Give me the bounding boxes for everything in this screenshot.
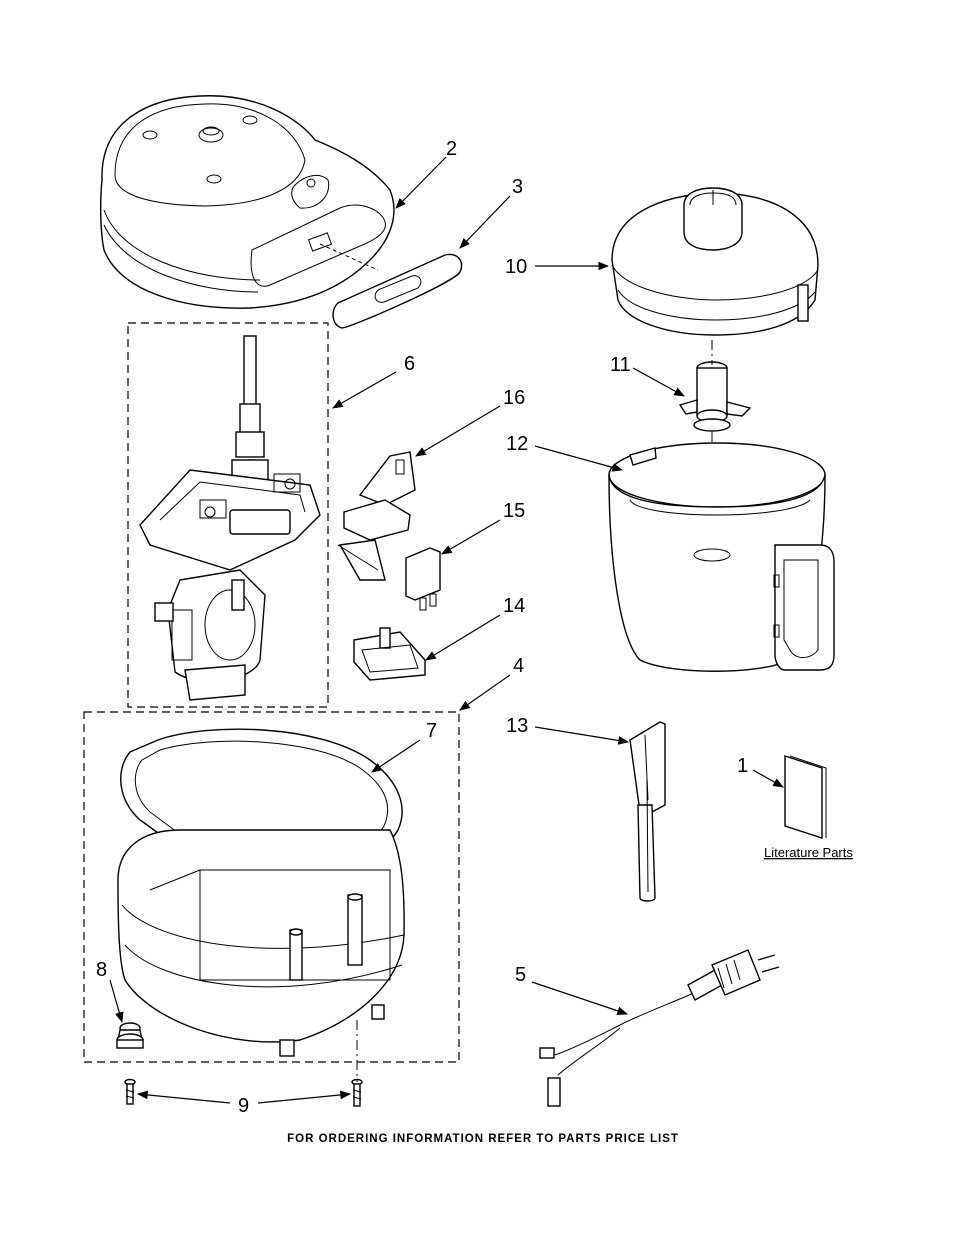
callout-10: 10: [505, 256, 527, 278]
literature-parts-label: Literature Parts: [764, 845, 853, 860]
callout-1: 1: [737, 755, 748, 777]
callout-3: 3: [512, 176, 523, 198]
part-screw-right: [351, 1078, 363, 1107]
part-switch: [405, 547, 441, 611]
part-base-housing: [117, 829, 405, 1057]
part-slider: [353, 627, 426, 681]
callout-4: 4: [513, 655, 524, 677]
callout-12: 12: [506, 433, 528, 455]
callout-8: 8: [96, 959, 107, 981]
part-power-cord: [539, 949, 780, 1107]
callout-9: 9: [238, 1095, 249, 1117]
part-window-lens: [319, 243, 463, 329]
part-spatula: [629, 721, 666, 902]
callout-14: 14: [503, 595, 525, 617]
callout-6: 6: [404, 353, 415, 375]
part-screw-left: [124, 1078, 136, 1105]
callout-5: 5: [515, 964, 526, 986]
ordering-info-footer: FOR ORDERING INFORMATION REFER TO PARTS …: [287, 1133, 679, 1145]
part-motor-assembly: [139, 335, 321, 701]
part-top-cover: [99, 95, 395, 309]
part-rubber-foot: [116, 1022, 144, 1049]
callout-13: 13: [506, 715, 528, 737]
group-base-assembly: [83, 711, 460, 1063]
part-literature: [784, 755, 827, 839]
leader-lines: [109, 156, 784, 1104]
part-blade: [678, 361, 752, 432]
callout-15: 15: [503, 500, 525, 522]
group-motor-assembly: [127, 322, 329, 708]
part-actuator: [337, 451, 416, 581]
callout-16: 16: [503, 387, 525, 409]
callout-11: 11: [610, 354, 631, 376]
callout-7: 7: [426, 720, 437, 742]
part-lid: [611, 187, 819, 336]
part-bowl: [608, 442, 835, 672]
callout-2: 2: [446, 138, 457, 160]
